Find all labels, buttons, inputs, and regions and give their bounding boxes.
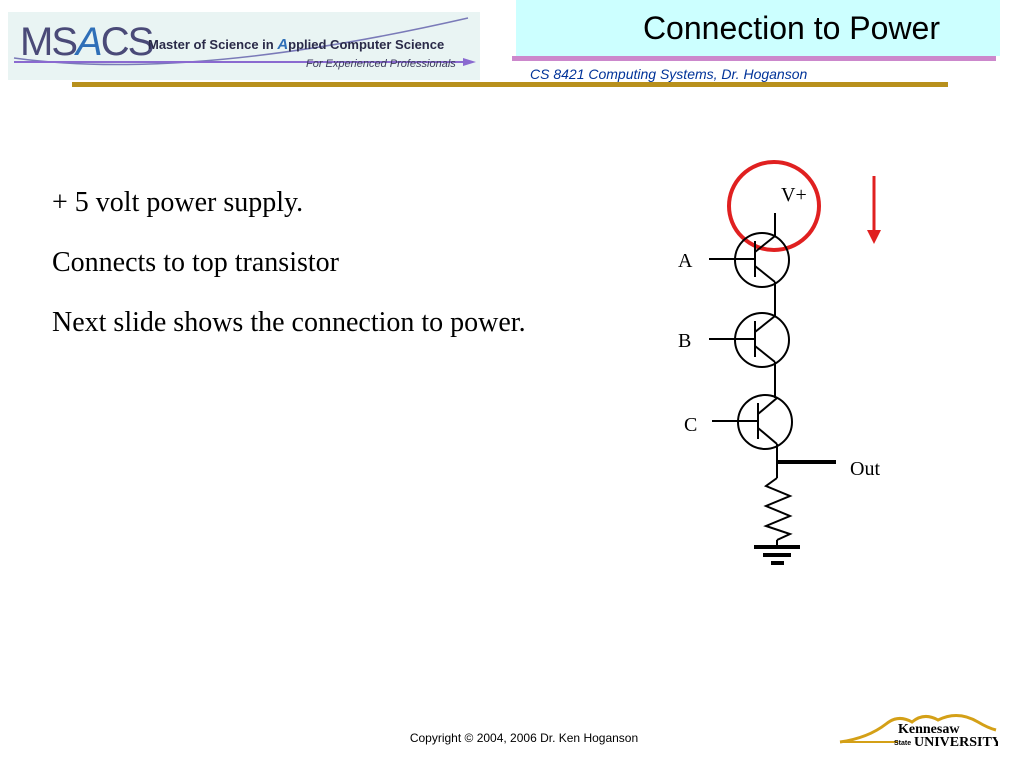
copyright-footer: Copyright © 2004, 2006 Dr. Ken Hoganson xyxy=(409,731,639,745)
resistor-icon xyxy=(763,477,793,541)
logo-subtitle: For Experienced Professionals xyxy=(306,58,456,70)
transistor-a xyxy=(709,232,790,288)
kennesaw-state-logo: Kennesaw State UNIVERSITY xyxy=(839,714,998,750)
nand-circuit-diagram: V+ A B C Out xyxy=(678,160,881,565)
bullet-item: + 5 volt power supply. xyxy=(52,187,304,218)
ksu-name-3: UNIVERSITY xyxy=(914,735,998,750)
input-a-label: A xyxy=(678,250,693,272)
transistor-b xyxy=(709,312,790,368)
ksu-name-2: State xyxy=(894,740,911,747)
logo-tagline: Master of Science in Applied Computer Sc… xyxy=(148,36,445,53)
ksu-name-1: Kennesaw xyxy=(898,722,960,737)
header-divider xyxy=(72,82,948,87)
down-arrow-icon xyxy=(867,176,881,244)
msacs-logo: MSACS Master of Science in Applied Compu… xyxy=(8,12,480,80)
title-box: Connection to Power xyxy=(516,0,1000,56)
logo-swoosh-icon xyxy=(13,17,476,66)
output-label: Out xyxy=(850,458,880,480)
vplus-label: V+ xyxy=(781,184,807,206)
course-label: CS 8421 Computing Systems, Dr. Hoganson xyxy=(530,66,808,82)
transistor-c xyxy=(712,394,793,450)
bullet-list: + 5 volt power supply. Connects to top t… xyxy=(52,188,526,368)
bullet-item: Connects to top transistor xyxy=(52,247,339,278)
vplus-highlight-circle xyxy=(727,160,821,252)
bullet-item: Next slide shows the connection to power… xyxy=(52,307,526,338)
ground-icon xyxy=(754,545,800,565)
input-b-label: B xyxy=(678,330,691,352)
slide-title: Connection to Power xyxy=(642,10,940,46)
logo-wordmark: MSACS xyxy=(20,20,154,64)
input-c-label: C xyxy=(684,414,697,436)
title-rule xyxy=(512,56,996,61)
